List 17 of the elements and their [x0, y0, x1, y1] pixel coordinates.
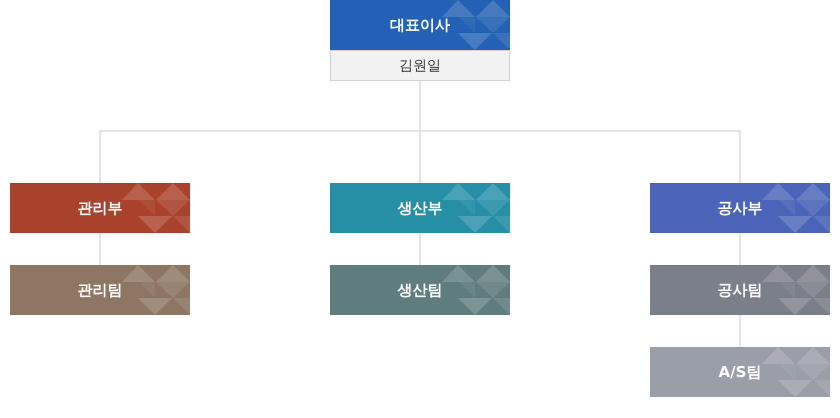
- ceo-title: 대표이사: [390, 16, 450, 34]
- team-box: [330, 265, 510, 315]
- department-name: 공사부: [718, 198, 762, 218]
- team-box: [650, 347, 830, 397]
- team-box: [10, 265, 190, 315]
- department-box: [650, 183, 830, 233]
- team-name: 관리팀: [78, 280, 122, 300]
- department-box: [330, 183, 510, 233]
- team-name: 생산팀: [398, 280, 442, 300]
- team-name: A/S팀: [718, 362, 762, 382]
- department-name: 생산부: [398, 198, 442, 218]
- team-box: [650, 265, 830, 315]
- department-box: [10, 183, 190, 233]
- person-name: 김원일: [399, 56, 441, 74]
- department-name: 관리부: [78, 198, 122, 218]
- ceo-box: [330, 0, 510, 81]
- team-name: 공사팀: [718, 280, 762, 300]
